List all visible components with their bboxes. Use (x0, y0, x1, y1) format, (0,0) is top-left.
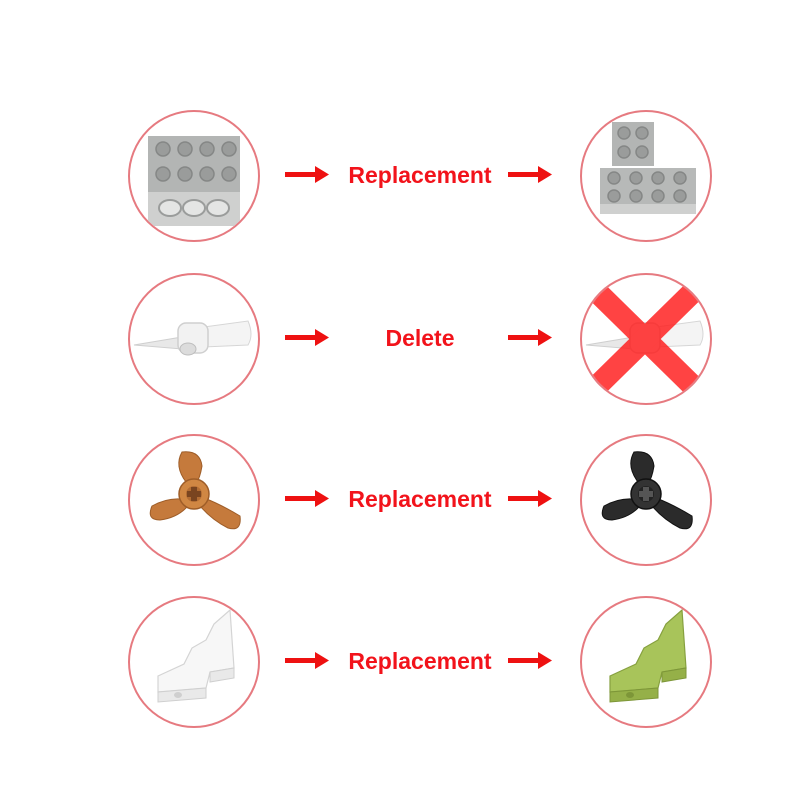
arrow-right-icon (506, 327, 554, 349)
result-part-circle (580, 110, 712, 242)
lego-propeller-3-blade-orange-icon (149, 451, 241, 530)
source-part-circle (128, 110, 260, 242)
lego-propeller-white-icon (133, 320, 252, 356)
arrow-right-icon (283, 488, 331, 510)
action-label: Delete (385, 325, 455, 351)
result-part-circle (580, 273, 712, 405)
source-part-circle (128, 434, 260, 566)
lego-propeller-3-blade-black-icon (601, 451, 693, 530)
result-part-circle (580, 434, 712, 566)
arrow-right-icon (283, 164, 331, 186)
arrow-right-icon (283, 327, 331, 349)
red-cross-over-propeller-icon (582, 277, 708, 401)
source-part-circle (128, 273, 260, 405)
lego-brick-and-plate-gray-icon (600, 122, 696, 214)
source-part-circle (128, 596, 260, 728)
row-3: Replacement (0, 434, 800, 566)
row-4: Replacement (0, 596, 800, 728)
arrow-right-icon (506, 650, 554, 672)
row-1: Replacement (0, 110, 800, 242)
arrow-right-icon (506, 164, 554, 186)
lego-brick-2x4-gray-icon (148, 136, 240, 226)
arrow-right-icon (506, 488, 554, 510)
lego-wedge-wing-lime-icon (609, 608, 687, 703)
action-label: Replacement (348, 162, 492, 188)
action-label: Replacement (348, 486, 492, 512)
arrow-right-icon (283, 650, 331, 672)
row-2: Delete (0, 273, 800, 405)
result-part-circle (580, 596, 712, 728)
lego-wedge-wing-white-icon (157, 608, 235, 703)
action-label: Replacement (348, 648, 492, 674)
